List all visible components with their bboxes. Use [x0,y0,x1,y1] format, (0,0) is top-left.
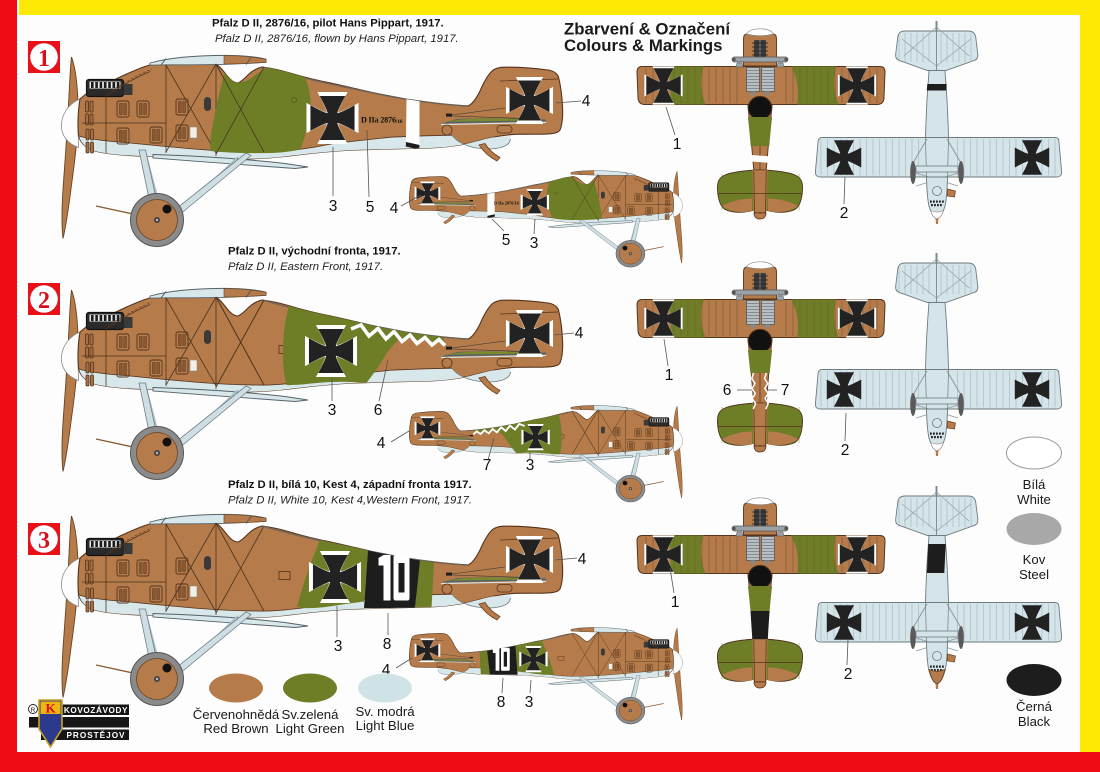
svg-text:4: 4 [390,200,399,217]
svg-text:Light Green: Light Green [276,721,345,736]
svg-text:Pfalz D II, White 10, Kest 4,W: Pfalz D II, White 10, Kest 4,Western Fro… [228,495,472,507]
svg-text:Kov: Kov [1023,552,1046,567]
svg-text:Steel: Steel [1019,567,1049,582]
svg-text:D IIa 2876/16: D IIa 2876/16 [494,201,520,206]
svg-text:5: 5 [502,232,511,249]
svg-text:Sv.zelená: Sv.zelená [282,707,340,722]
svg-text:3: 3 [525,694,534,711]
svg-text:Pfalz D II, bílá 10, Kest 4, z: Pfalz D II, bílá 10, Kest 4, západní fro… [228,479,472,491]
svg-text:2: 2 [841,442,850,459]
svg-text:Pfalz D II, 2876/16, flown by: Pfalz D II, 2876/16, flown by Hans Pippa… [215,33,459,45]
svg-text:Zbarvení & Označení: Zbarvení & Označení [564,20,731,39]
svg-text:4: 4 [578,551,587,568]
svg-text:PROSTĚJOV: PROSTĚJOV [66,729,125,740]
svg-text:8: 8 [383,636,392,653]
svg-text:1: 1 [38,46,50,72]
svg-text:8: 8 [497,694,506,711]
svg-text:Pfalz D II, 2876/16, pilot Han: Pfalz D II, 2876/16, pilot Hans Pippart,… [212,18,444,30]
svg-text:Červenohnědá: Červenohnědá [193,707,280,722]
svg-text:3: 3 [38,528,50,554]
svg-text:4: 4 [582,93,591,110]
svg-text:2: 2 [840,205,849,222]
svg-text:1: 1 [665,367,674,384]
svg-text:Bílá: Bílá [1023,477,1046,492]
svg-text:Černá: Černá [1016,699,1053,714]
svg-text:4: 4 [382,662,391,679]
svg-text:R: R [31,707,36,714]
svg-text:1: 1 [673,136,682,153]
svg-text:Black: Black [1018,714,1051,729]
svg-text:6: 6 [723,382,732,399]
svg-text:3: 3 [328,402,337,419]
svg-text:3: 3 [530,235,539,252]
svg-text:D IIa 2876/16: D IIa 2876/16 [361,116,403,126]
svg-text:Light Blue: Light Blue [356,718,415,733]
svg-text:7: 7 [483,457,492,474]
svg-text:4: 4 [377,435,386,452]
svg-text:5: 5 [366,199,375,216]
svg-text:Colours & Markings: Colours & Markings [564,36,723,55]
svg-text:1: 1 [671,594,680,611]
svg-text:White: White [1017,492,1051,507]
svg-text:2: 2 [844,666,853,683]
svg-text:3: 3 [526,457,535,474]
svg-text:6: 6 [374,402,383,419]
svg-text:Pfalz D II, východní fronta, 1: Pfalz D II, východní fronta, 1917. [228,246,401,258]
svg-text:3: 3 [329,198,338,215]
svg-text:2: 2 [38,288,50,314]
svg-text:K: K [45,701,56,716]
svg-text:7: 7 [781,382,790,399]
svg-text:Sv. modrá: Sv. modrá [355,704,415,719]
svg-text:4: 4 [575,325,584,342]
svg-text:Red Brown: Red Brown [203,721,268,736]
svg-text:3: 3 [334,638,343,655]
svg-text:KOVOZÁVODY: KOVOZÁVODY [64,705,128,715]
svg-text:Pfalz D II, Eastern Front, 191: Pfalz D II, Eastern Front, 1917. [228,261,383,273]
